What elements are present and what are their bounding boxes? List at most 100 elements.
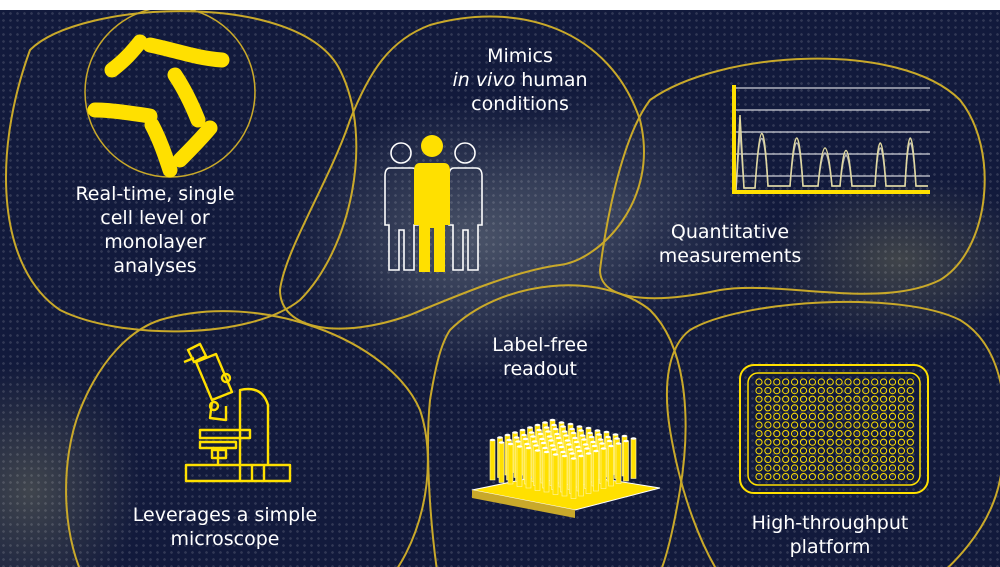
well [888, 438, 897, 446]
well [791, 404, 799, 412]
pillar-top [552, 427, 559, 431]
well [773, 378, 781, 386]
well [844, 438, 852, 446]
well [853, 378, 861, 386]
pillar-top [600, 447, 607, 450]
well [791, 455, 799, 463]
peak-chart-icon [732, 85, 930, 194]
pillar-top [584, 447, 590, 450]
well [871, 464, 879, 472]
pillar-top [542, 446, 548, 450]
well [897, 455, 906, 463]
well [862, 430, 870, 438]
pillar-top [563, 434, 569, 437]
well [888, 447, 897, 455]
pillar-top [570, 431, 577, 435]
well [906, 447, 914, 455]
pillar-top [552, 453, 559, 456]
well [844, 455, 852, 463]
well [871, 438, 879, 446]
well [817, 378, 825, 386]
well [880, 421, 888, 429]
well [764, 464, 772, 472]
pillar-top [551, 423, 557, 427]
label-in-vivo-line2: in vivo human [452, 69, 588, 91]
pillar-top [554, 432, 560, 436]
well [773, 438, 781, 446]
well [808, 395, 817, 403]
label-label-free: Label-free readout [492, 334, 588, 380]
well [888, 421, 897, 429]
well [773, 473, 781, 481]
pillar-top [551, 448, 557, 451]
pillar-top [623, 439, 629, 443]
well [773, 412, 781, 420]
pillar [615, 443, 622, 484]
pillar-top [593, 449, 599, 453]
pillar-top [588, 435, 595, 439]
well [906, 473, 914, 481]
pillar-top [579, 434, 586, 437]
pillar-top [581, 438, 587, 441]
well [835, 387, 843, 395]
well [826, 438, 834, 446]
well [880, 412, 888, 420]
blob-throughput [665, 300, 1000, 567]
well [826, 447, 834, 455]
well [835, 395, 843, 403]
well [862, 421, 870, 429]
blob-quantitative [598, 57, 986, 300]
pillar-top [522, 437, 529, 441]
well [906, 464, 914, 472]
well [880, 395, 888, 403]
well [835, 404, 843, 412]
pillar-top [537, 432, 544, 436]
pillar [561, 455, 568, 497]
pillar-top [489, 438, 496, 442]
well [791, 421, 799, 429]
well [835, 473, 843, 481]
well [844, 387, 852, 395]
pillar-top [582, 443, 589, 446]
pillar-top [578, 429, 584, 432]
well [799, 412, 808, 420]
pillar-top [603, 430, 610, 434]
pillar-top [543, 450, 550, 454]
well [897, 404, 906, 412]
well [799, 464, 808, 472]
pillar-top [630, 437, 637, 440]
well-plate-icon [739, 364, 929, 494]
pillar-top [585, 452, 592, 455]
pillar [578, 455, 584, 497]
well [764, 387, 772, 395]
pillar-top [576, 449, 583, 453]
pillar-top [524, 442, 530, 446]
pillar-top [533, 444, 539, 447]
pillar-top [560, 425, 566, 428]
well [897, 447, 906, 455]
well [791, 447, 799, 455]
label-quantitative: Quantitative measurements [658, 221, 802, 267]
well [862, 387, 870, 395]
pillar-top [557, 441, 563, 445]
well [799, 404, 808, 412]
well [906, 438, 914, 446]
well [835, 438, 843, 446]
pillar-top [534, 423, 541, 427]
well [880, 473, 888, 481]
well [782, 473, 790, 481]
pillar [630, 438, 637, 479]
pillar-top [497, 436, 503, 439]
pillar-top [615, 442, 622, 445]
pillar-top [596, 433, 602, 436]
well [755, 464, 763, 472]
pillar-top [590, 440, 596, 444]
pillar [534, 450, 541, 491]
well [888, 455, 897, 463]
pillar-top [573, 440, 580, 444]
well [826, 404, 834, 412]
well [862, 464, 870, 472]
pillar-top [527, 426, 533, 429]
pillar-top [515, 440, 521, 443]
well [871, 404, 879, 412]
